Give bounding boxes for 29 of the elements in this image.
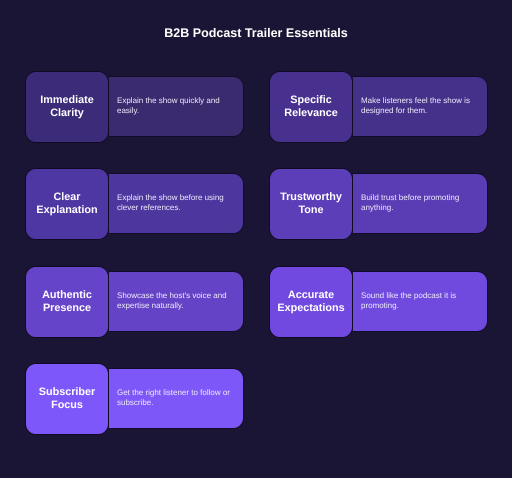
heading-tile (269, 168, 353, 240)
card-description: Sound like the podcast it is promoting. (361, 290, 458, 310)
card-description: Get the right listener to follow or subscribe. (117, 388, 231, 408)
tile-heading: Specific Relevance (283, 94, 339, 120)
heading-tile (269, 266, 353, 338)
card-description: Showcase the host's voice and expertise naturally. (117, 290, 228, 310)
tile-heading: Authentic Presence (41, 289, 93, 315)
tile-heading: Accurate Expectations (276, 289, 346, 315)
description-card (109, 76, 244, 137)
tile-heading: Clear Explanation (35, 191, 99, 217)
description-card (109, 271, 244, 332)
heading-tile (269, 71, 353, 143)
heading-tile (25, 363, 109, 435)
card-description: Explain the show before using clever references. (117, 192, 225, 212)
description-card (353, 76, 488, 137)
tile-heading: Trustworthy Tone (279, 191, 343, 217)
description-card (109, 368, 244, 429)
description-card (109, 173, 244, 234)
diagram-title: B2B Podcast Trailer Essentials (164, 26, 348, 40)
card-description: Make listeners feel the show is designed for them. (361, 96, 471, 116)
heading-tile (25, 266, 109, 338)
tile-heading: Immediate Clarity (39, 94, 95, 120)
card-description: Explain the show quickly and easily. (117, 96, 221, 116)
card-description: Build trust before promoting anything. (361, 192, 460, 212)
description-card (353, 173, 488, 234)
heading-tile (25, 168, 109, 240)
heading-tile (25, 71, 109, 143)
description-card (353, 271, 488, 332)
tile-heading: Subscriber Focus (38, 386, 96, 412)
